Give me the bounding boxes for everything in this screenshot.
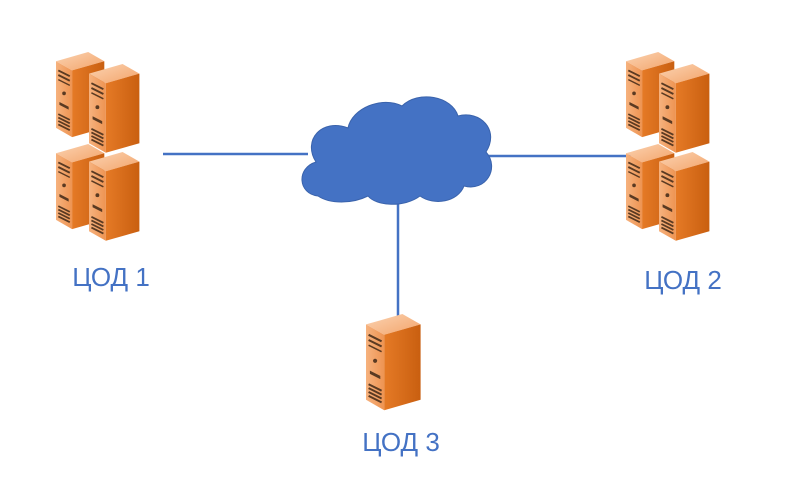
dc1-label: ЦОД 1 [72, 262, 150, 292]
cloud-icon [301, 96, 492, 205]
dc2-label: ЦОД 2 [644, 265, 722, 295]
links [163, 152, 631, 322]
server-cluster-icon [625, 51, 711, 242]
dc3-label: ЦОД 3 [362, 427, 440, 457]
server-icon [364, 312, 422, 412]
server-cluster-icon [55, 51, 141, 242]
